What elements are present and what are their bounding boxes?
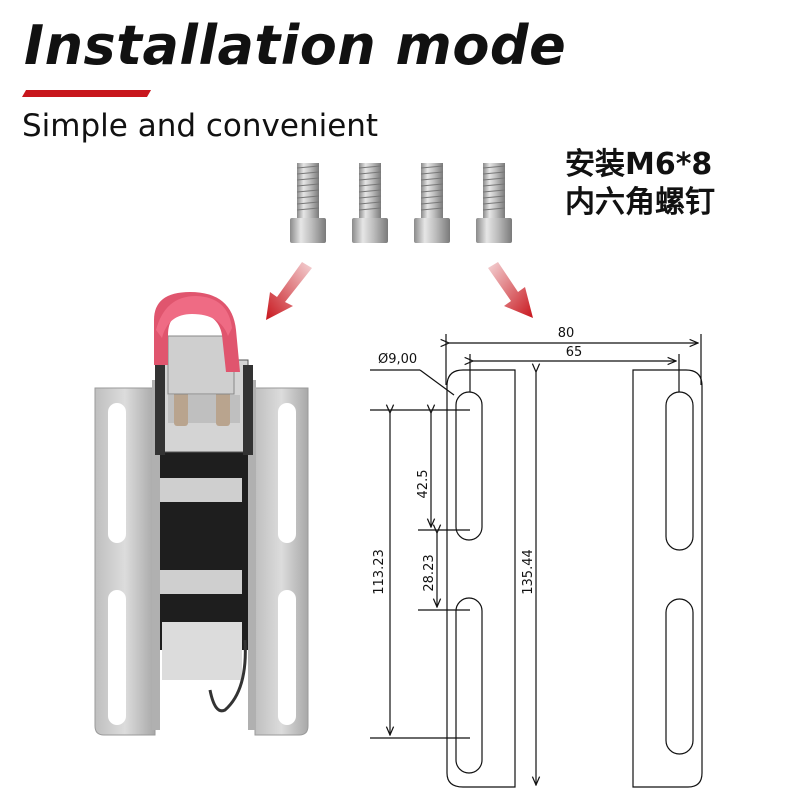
left-bracket-outline	[446, 369, 516, 788]
arrow-down-left-icon	[266, 262, 312, 320]
dim-overall-width: 80	[558, 326, 575, 341]
screw-icon-1	[290, 163, 326, 243]
dim-slot-span: 113.23	[372, 549, 387, 595]
dim-bracket-height: 135.44	[521, 549, 536, 595]
slot-top-left	[455, 391, 483, 541]
technical-drawing	[370, 334, 703, 788]
dim-hole-diameter: Ø9,00	[378, 352, 417, 367]
dim-slot-length: 42.5	[416, 470, 431, 499]
screw-spec-label: 安装M6*8 内六角螺钉	[565, 146, 715, 222]
screw-spec-line2: 内六角螺钉	[565, 185, 715, 220]
dim-slot-gap: 28.23	[422, 554, 437, 591]
screw-icon-4	[476, 163, 512, 243]
screw-icon-3	[414, 163, 450, 243]
screw-icon-2	[352, 163, 388, 243]
right-bracket-outline	[632, 369, 703, 788]
dim-hole-spacing: 65	[566, 345, 583, 360]
product-photo	[94, 292, 309, 736]
arrow-down-right-icon	[488, 262, 533, 318]
page-subtitle: Simple and convenient	[22, 108, 379, 144]
slot-top-right	[665, 391, 694, 551]
screw-spec-line1: 安装M6*8	[565, 147, 713, 182]
page-title: Installation mode	[24, 14, 567, 77]
slot-bottom-left	[455, 597, 483, 774]
slot-bottom-right	[665, 598, 694, 755]
